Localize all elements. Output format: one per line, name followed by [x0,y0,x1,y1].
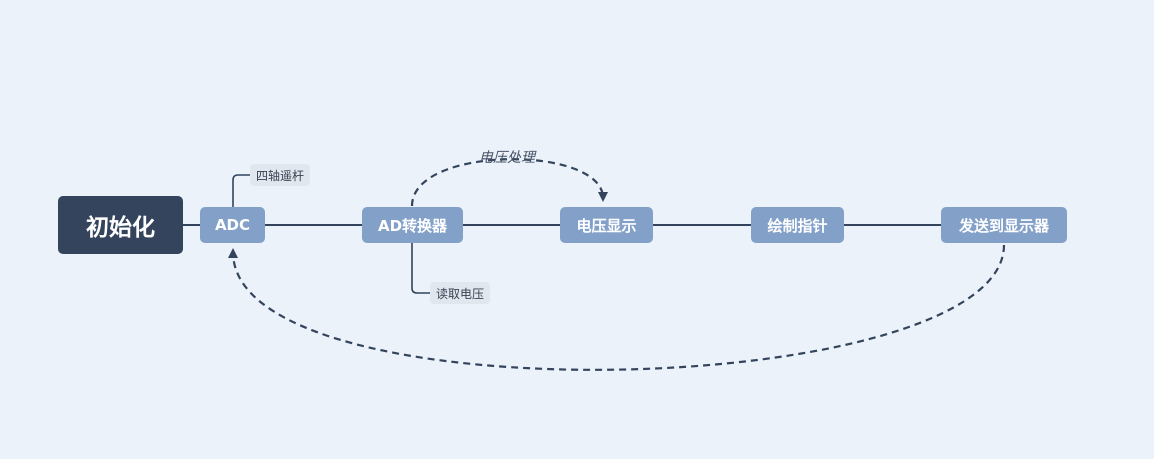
node-send-to-display[interactable]: 发送到显示器 [941,207,1067,243]
relation-ad-to-display-arrow [410,158,608,207]
node-voltage-display[interactable]: 电压显示 [560,207,653,243]
adc-note-connector [232,174,250,207]
relation-label-voltage-processing: 电压处理 [479,150,535,166]
root-node-init[interactable]: 初始化 [58,196,183,254]
ad-converter-note-connector [411,243,430,294]
note-tag-joystick[interactable]: 四轴遥杆 [250,164,310,186]
node-draw-pointer[interactable]: 绘制指针 [751,207,844,243]
node-adc[interactable]: ADC [200,207,265,243]
note-tag-read-voltage[interactable]: 读取电压 [430,282,490,304]
feedback-loop-arrow [228,244,1006,371]
node-ad-converter[interactable]: AD转换器 [362,207,463,243]
